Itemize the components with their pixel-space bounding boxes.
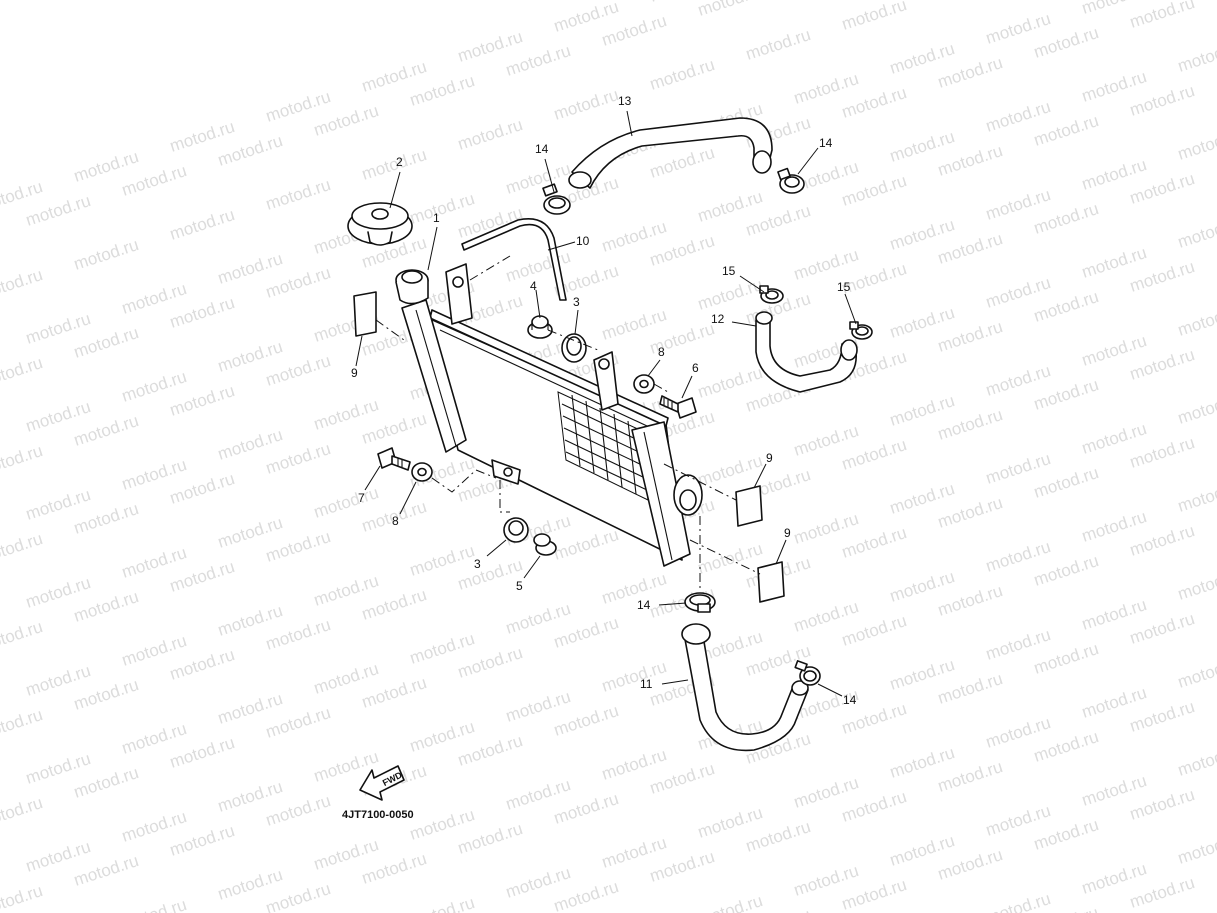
callout-5: 5 (516, 579, 523, 593)
collar-4 (527, 315, 553, 339)
centerlines (375, 255, 761, 592)
callout-13: 13 (618, 94, 632, 108)
radiator (395, 263, 703, 567)
washer-8b (411, 462, 433, 482)
watermark-text: motod.ru (1175, 213, 1217, 252)
clamp-14a (542, 183, 571, 215)
clamp-14b (777, 167, 805, 194)
callout-9: 9 (766, 451, 773, 465)
callout-7: 7 (358, 491, 365, 505)
collar-5 (533, 533, 557, 556)
radiator-cap (347, 202, 413, 246)
hose-clamps-15 (759, 285, 873, 340)
callout-10: 10 (576, 234, 590, 248)
leader-lines (355, 110, 857, 697)
watermark-text: motod.ru (1175, 301, 1217, 340)
watermark-text: motod.ru (0, 265, 45, 304)
hose-13 (568, 117, 773, 189)
watermark-text: motod.ru (71, 235, 141, 274)
watermark-text: motod.ru (743, 25, 813, 64)
callout-4: 4 (530, 279, 537, 293)
callout-14: 14 (637, 598, 651, 612)
callout-3: 3 (474, 557, 481, 571)
watermark-text: motod.ru (359, 145, 429, 184)
grommet-3a (561, 333, 587, 363)
hose-10 (461, 218, 567, 301)
callout-9: 9 (351, 366, 358, 380)
watermark-text: motod.ru (0, 441, 45, 480)
pads-9 (353, 291, 785, 603)
watermark-text: motod.ru (1175, 829, 1217, 868)
callout-8: 8 (658, 345, 665, 359)
pad-9a (353, 291, 377, 337)
pad-9b (735, 485, 763, 527)
watermark-text: motod.ru (1175, 477, 1217, 516)
callout-14: 14 (819, 136, 833, 150)
watermark-text: motod.ru (407, 893, 477, 913)
clamp-14c (684, 592, 716, 613)
callout-2: 2 (396, 155, 403, 169)
callout-12: 12 (711, 312, 725, 326)
watermark-text: motod.ru (1175, 741, 1217, 780)
watermark-text: motod.ru (119, 895, 189, 913)
callout-numbers: 1 2 3 4 6 8 9 9 9 10 12 13 14 14 14 14 1… (351, 94, 857, 707)
clamp-14d (794, 660, 821, 686)
watermark-text: motod.ru (0, 529, 45, 568)
fwd-arrow: FWD (359, 765, 405, 801)
watermark-text: motod.ru (839, 0, 909, 34)
grommet-3b (503, 517, 529, 543)
top-bracket (445, 263, 473, 325)
watermark-text: motod.ru (1175, 125, 1217, 164)
watermark-text: motod.ru (0, 353, 45, 392)
watermark-text: motod.ru (935, 0, 1005, 4)
callout-8: 8 (392, 514, 399, 528)
callout-15: 15 (837, 280, 851, 294)
watermark-text: motod.ru (647, 55, 717, 94)
watermark-text: motod.ru (1175, 389, 1217, 428)
hose-12 (755, 311, 858, 393)
bolt-7 (377, 447, 411, 471)
bolt-6 (659, 395, 697, 419)
callout-3: 3 (573, 295, 580, 309)
callout-1: 1 (433, 211, 440, 225)
watermark-text: motod.ru (167, 205, 237, 244)
watermark-text: motod.ru (695, 891, 765, 913)
watermark-text: motod.ru (983, 889, 1053, 913)
washer-8a (633, 374, 655, 394)
callout-14: 14 (843, 693, 857, 707)
callout-9: 9 (784, 526, 791, 540)
radiator-right-tank (631, 421, 691, 567)
watermark-text: motod.ru (1127, 0, 1197, 32)
watermark-text: motod.ru (0, 793, 45, 832)
watermark-text: motod.ru (1175, 565, 1217, 604)
callout-11: 11 (640, 677, 653, 691)
watermark-text: motod.ru (551, 85, 621, 124)
hose-11 (681, 623, 809, 752)
watermark-text: motod.ru (1175, 37, 1217, 76)
diagram-code: 4JT7100-0050 (342, 809, 414, 821)
watermark-text: motod.ru (1175, 653, 1217, 692)
callout-15: 15 (722, 264, 736, 278)
fwd-arrow-icon (359, 765, 405, 801)
watermark-text: motod.ru (263, 175, 333, 214)
callout-6: 6 (692, 361, 699, 375)
watermark-text: motod.ru (455, 115, 525, 154)
callout-14: 14 (535, 142, 549, 156)
hose-clamps-14 (542, 167, 821, 686)
watermark-text: motod.ru (695, 0, 765, 20)
watermark-text: motod.ru (0, 705, 45, 744)
watermark-text: motod.ru (0, 617, 45, 656)
pad-9c (757, 561, 785, 603)
radiator-fins (557, 391, 649, 501)
watermark-text: motod.ru (0, 881, 45, 913)
